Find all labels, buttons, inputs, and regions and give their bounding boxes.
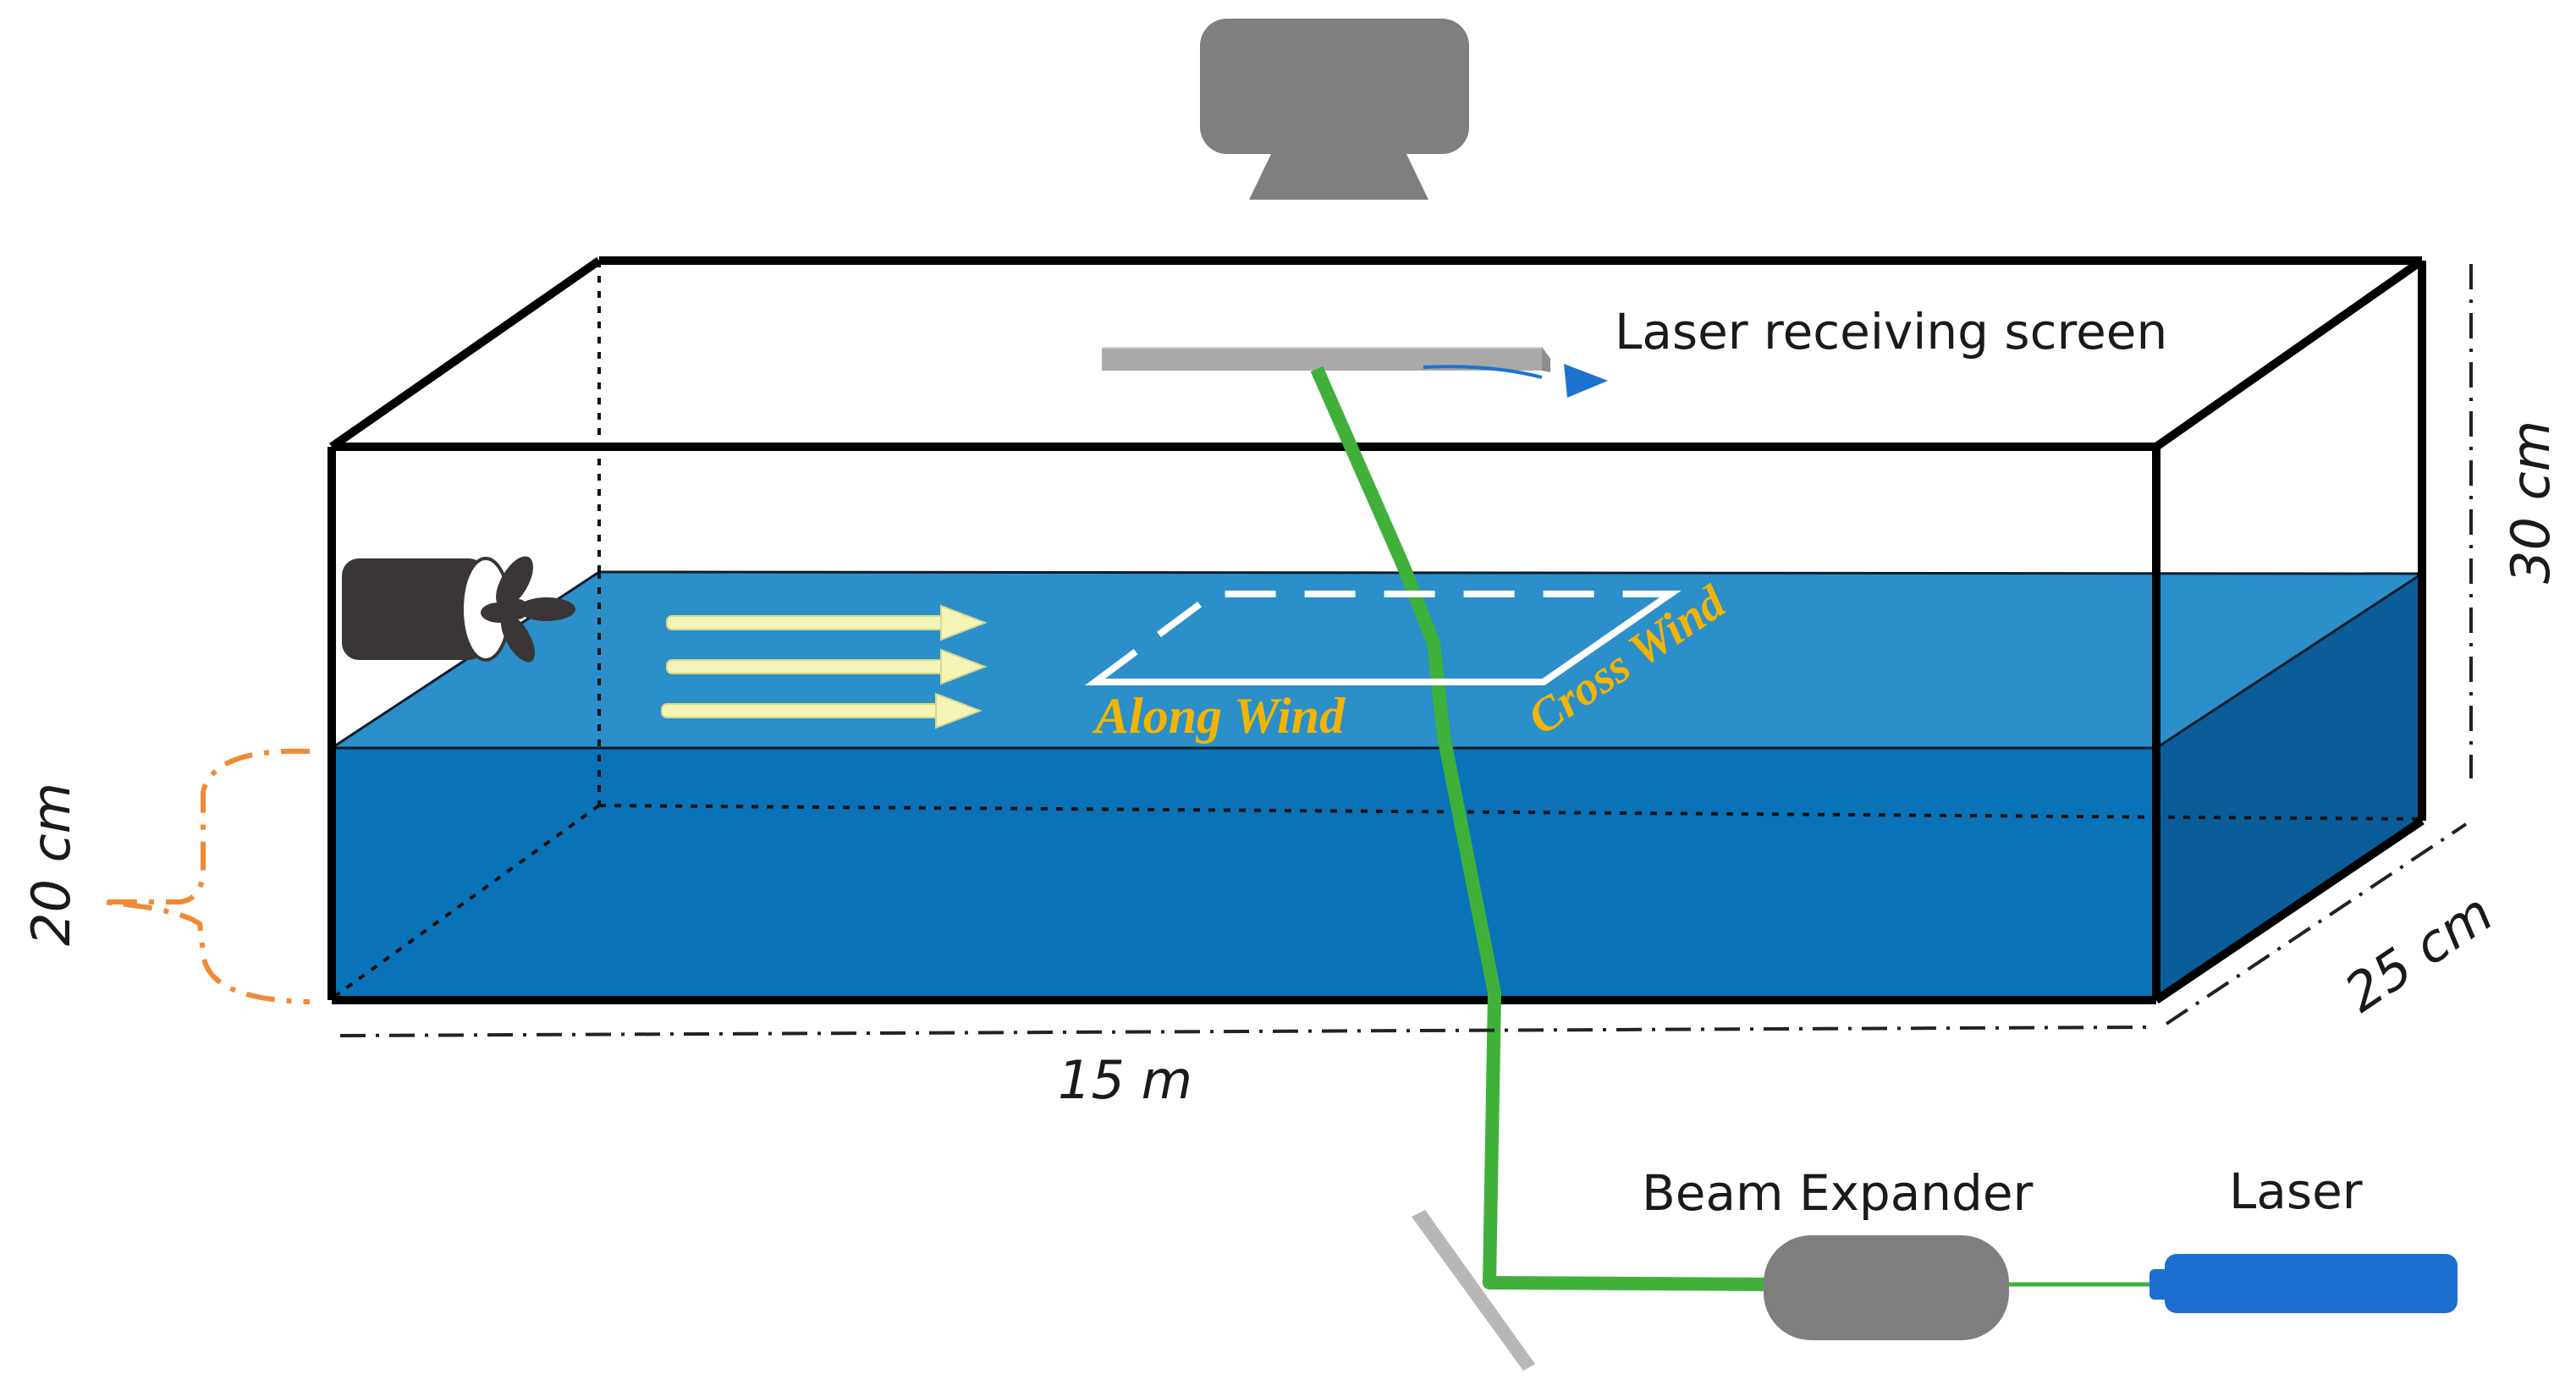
- length-dimension-label: 15 m: [1058, 1049, 1192, 1111]
- water-surface: [332, 572, 2422, 748]
- measurement-region-right-edge: [1541, 591, 1673, 685]
- laser-label: Laser: [2229, 1163, 2363, 1220]
- beam-expander-icon: [1764, 1235, 2009, 1340]
- wind-arrows: [661, 604, 988, 729]
- width-dimension-label: 25 cm: [2334, 882, 2504, 1024]
- depth-dimension-label: 20 cm: [20, 783, 82, 946]
- fan-icon: [342, 556, 575, 663]
- width-dimension-line: [2165, 822, 2468, 1025]
- tank-hidden-edges-overlay: [330, 572, 2423, 1000]
- mirror-icon: [1412, 1210, 1535, 1371]
- along-wind-label: Along Wind: [1092, 688, 1346, 744]
- laser-receiving-screen-label: Laser receiving screen: [1615, 303, 2167, 360]
- laser-icon: [2149, 1254, 2458, 1313]
- tank-frame: [328, 256, 2426, 1004]
- laser-beam: [1310, 366, 1776, 1291]
- screen-arrow: [1423, 364, 1608, 398]
- length-dimension-line: [339, 1025, 2150, 1037]
- water-front-face: [332, 748, 2156, 1000]
- beam-expander-label: Beam Expander: [1642, 1164, 2034, 1222]
- depth-bracket: [101, 748, 311, 1004]
- water-side-face: [2156, 574, 2422, 1000]
- height-dimension-label: 30 cm: [2500, 421, 2562, 584]
- camera-icon: [1200, 19, 1469, 200]
